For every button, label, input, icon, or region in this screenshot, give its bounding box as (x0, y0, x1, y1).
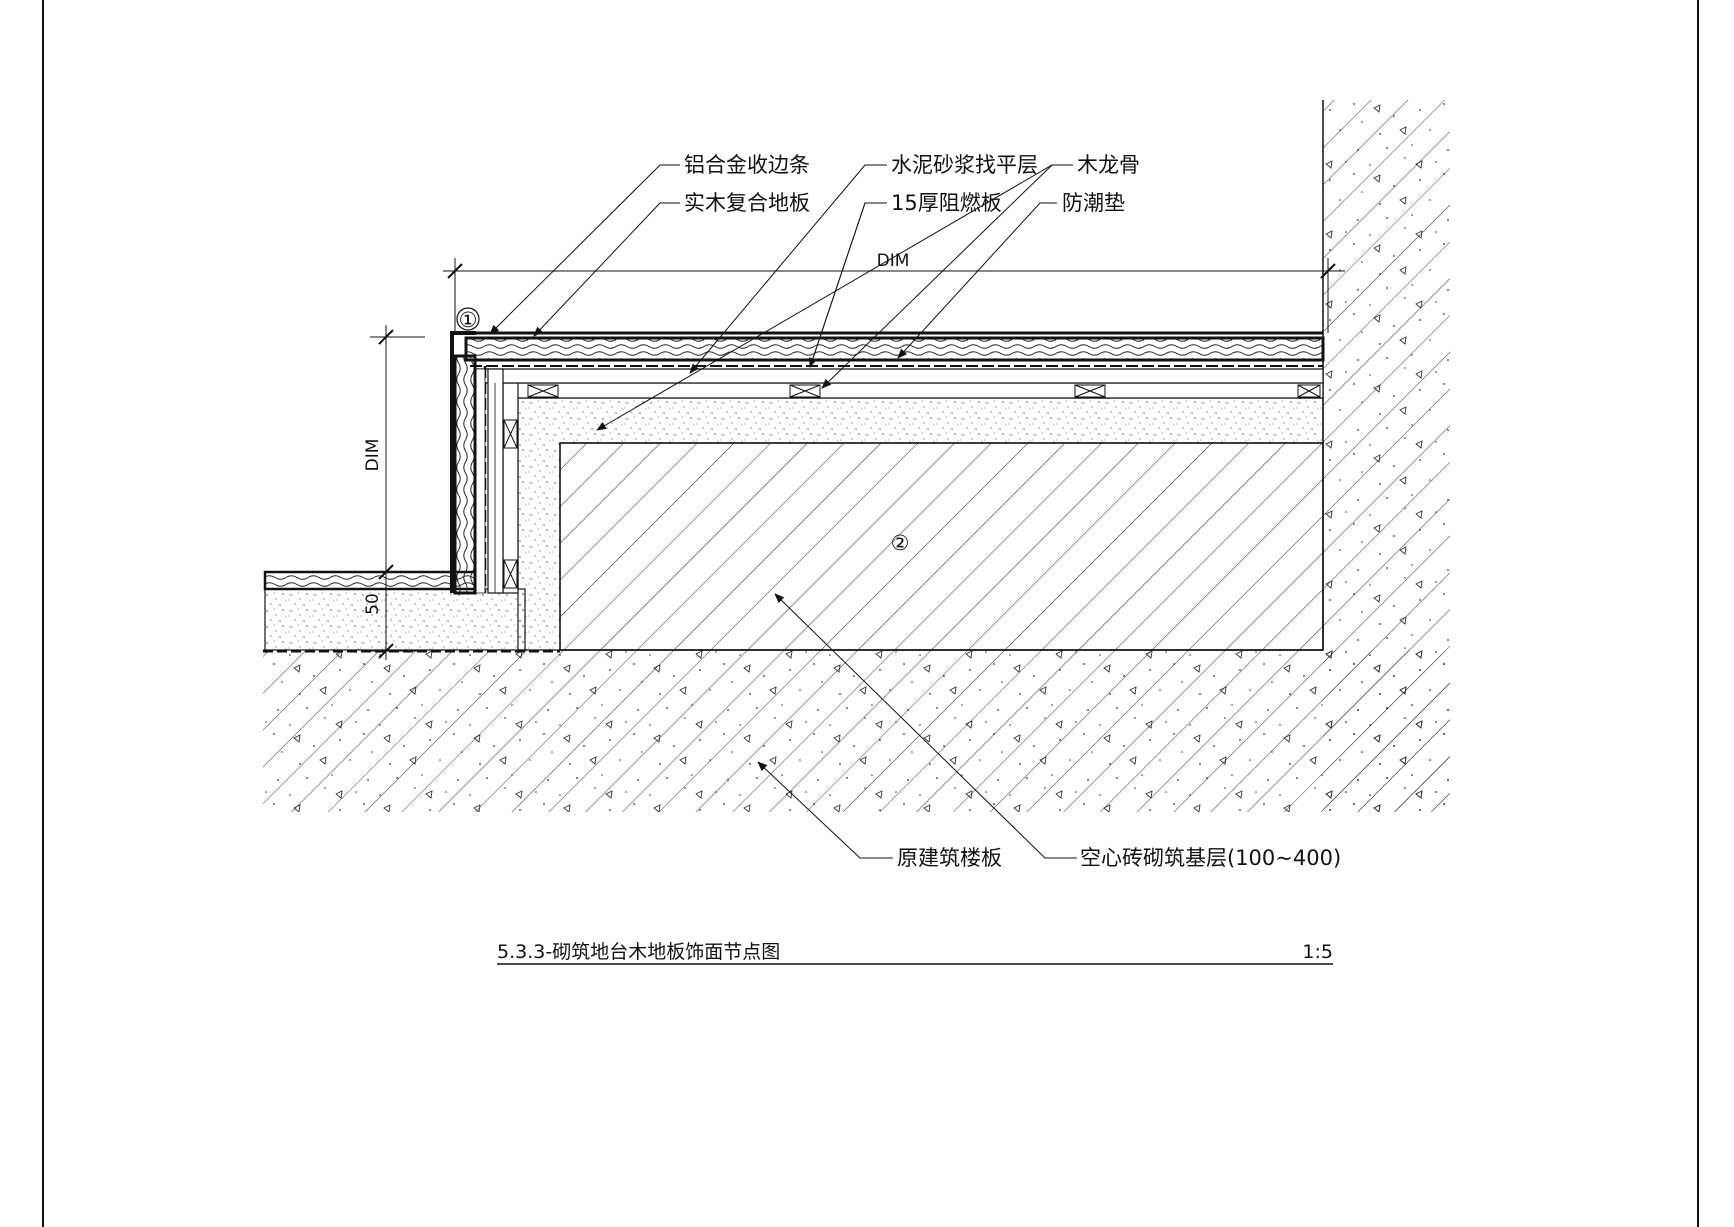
marker-one-circle (456, 307, 480, 331)
engineered-floor-top (464, 336, 1325, 362)
dim-vertical (370, 325, 425, 660)
lower-wood-floor (263, 570, 477, 591)
wood-keel-vertical (502, 382, 519, 594)
lower-mortar (264, 588, 526, 651)
label-wood-keel: 木龙骨 (1077, 153, 1140, 177)
dim-horizontal (443, 258, 1345, 333)
label-original-slab: 原建筑楼板 (897, 846, 1002, 870)
hollow-brick-base (559, 442, 1324, 651)
leader-lines-bottom (757, 593, 1077, 859)
dim-step-label: 50 (363, 593, 383, 615)
keel-cross-marks (503, 384, 1321, 589)
dim-horizontal-label: DIM (877, 251, 910, 271)
slab-hatch (263, 650, 1450, 812)
drawing-scale: 1:5 (1302, 941, 1333, 963)
label-engineered-floor: 实木复合地板 (684, 191, 810, 215)
label-moisture-pad: 防潮垫 (1062, 191, 1125, 215)
dim-vertical-label: DIM (363, 439, 383, 472)
marker-one: ① (459, 308, 478, 332)
label-fire-board: 15厚阻燃板 (891, 191, 1002, 215)
marker-two: ② (891, 531, 910, 555)
leader-lines-top (489, 164, 1073, 431)
drawing-title: 5.3.3-砌筑地台木地板饰面节点图 (497, 941, 780, 963)
wood-keel-layer (489, 382, 1324, 399)
fire-board-vertical (487, 368, 504, 594)
fire-board-layer (474, 368, 1324, 384)
label-aluminum-edge: 铝合金收边条 (684, 153, 810, 177)
label-hollow-brick: 空心砖砌筑基层(100~400) (1080, 846, 1341, 870)
engineered-floor-vertical (453, 354, 477, 595)
label-cement-mortar: 水泥砂浆找平层 (891, 153, 1038, 177)
